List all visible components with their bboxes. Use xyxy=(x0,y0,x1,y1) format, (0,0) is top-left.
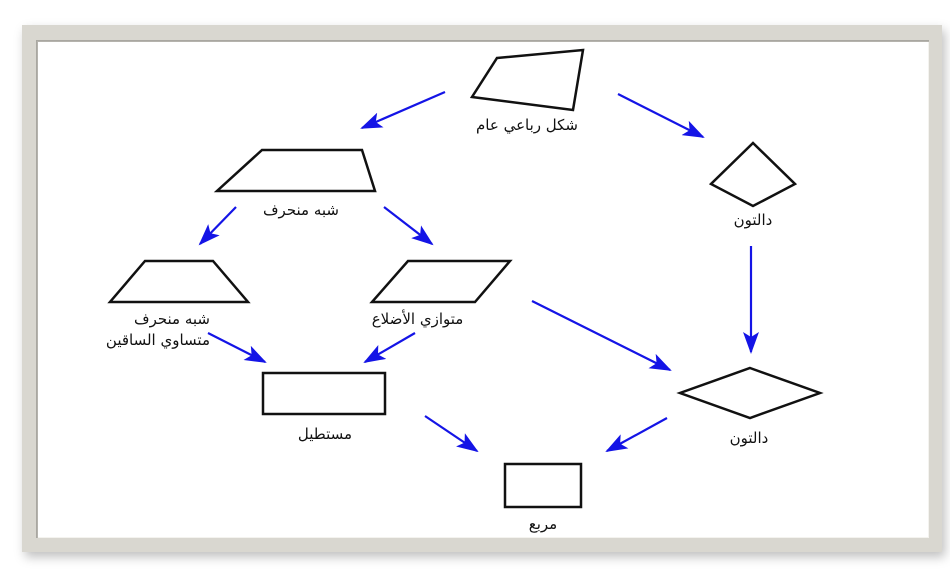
arrow-rhombus-to-square xyxy=(605,417,668,452)
label-kite: دالتون xyxy=(733,211,773,229)
label-rhombus: دالتون xyxy=(729,429,769,447)
label-isosceles-trapezoid-line1: شبه منحرف xyxy=(134,310,210,328)
label-trapezoid: شبه منحرف xyxy=(263,201,339,219)
arrow-trapezoid-to-parallelogram xyxy=(383,206,434,246)
general-quadrilateral-shape xyxy=(469,48,585,112)
arrow-general-to-kite xyxy=(617,93,705,138)
label-square: مربع xyxy=(528,515,558,533)
kite-shape-top xyxy=(708,141,798,208)
isosceles-trapezoid-shape xyxy=(107,259,251,304)
arrow-parallelogram-to-rectangle xyxy=(363,332,416,364)
label-general-quadrilateral: شكل رباعي عام xyxy=(476,116,578,134)
square-shape xyxy=(503,462,583,509)
parallelogram-shape xyxy=(369,259,513,304)
label-isosceles-trapezoid-line2: متساوي الساقين xyxy=(105,331,210,349)
trapezoid-shape xyxy=(213,148,377,193)
arrow-rectangle-to-square xyxy=(424,415,479,453)
label-rectangle: مستطيل xyxy=(297,425,353,443)
arrow-isosceles-to-rectangle xyxy=(207,332,267,363)
rhombus-shape xyxy=(676,366,824,420)
rectangle-shape xyxy=(261,371,387,416)
arrow-parallelogram-to-rhombus xyxy=(531,300,672,371)
arrow-general-to-trapezoid xyxy=(360,90,446,130)
arrow-trapezoid-to-isosceles xyxy=(198,206,237,246)
diagram-canvas xyxy=(36,40,929,538)
label-parallelogram: متوازي الأضلاع xyxy=(371,310,464,328)
